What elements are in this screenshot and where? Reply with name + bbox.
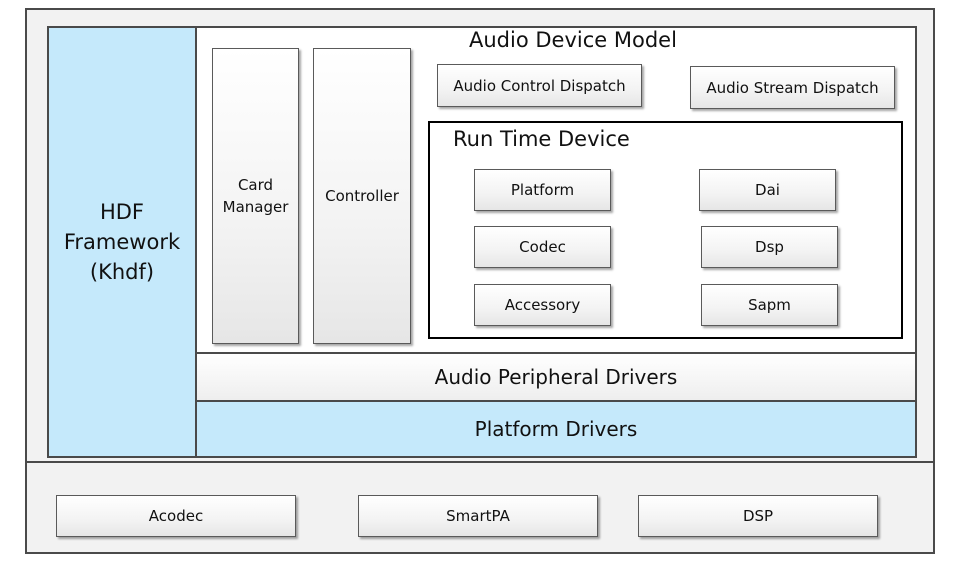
rtd-item-sapm: Sapm [701,284,838,326]
hardware-dsp-box: DSP [638,495,878,537]
hdf-framework-label: HDF Framework (Khdf) [63,200,181,284]
rtd-item-codec: Codec [474,226,611,268]
controller-box: Controller [313,48,411,344]
hdf-framework-block: HDF Framework (Khdf) [47,26,197,458]
audio-device-model-title: Audio Device Model [469,28,677,52]
card-manager-box: Card Manager [212,48,299,344]
rtd-item-dai: Dai [699,169,836,211]
platform-drivers-label: Platform Drivers [474,417,638,441]
rtd-item-accessory: Accessory [474,284,611,326]
hardware-smartpa-box: SmartPA [358,495,598,537]
audio-peripheral-drivers-label: Audio Peripheral Drivers [434,365,678,389]
rtd-item-platform: Platform [474,169,611,211]
hardware-divider [25,461,935,463]
audio-peripheral-drivers-band: Audio Peripheral Drivers [195,352,917,402]
rtd-item-dsp: Dsp [701,226,838,268]
hardware-acodec-box: Acodec [56,495,296,537]
run-time-device-title: Run Time Device [453,127,630,151]
audio-control-dispatch-box: Audio Control Dispatch [437,64,642,107]
audio-stream-dispatch-box: Audio Stream Dispatch [690,66,895,109]
platform-drivers-band: Platform Drivers [195,400,917,458]
